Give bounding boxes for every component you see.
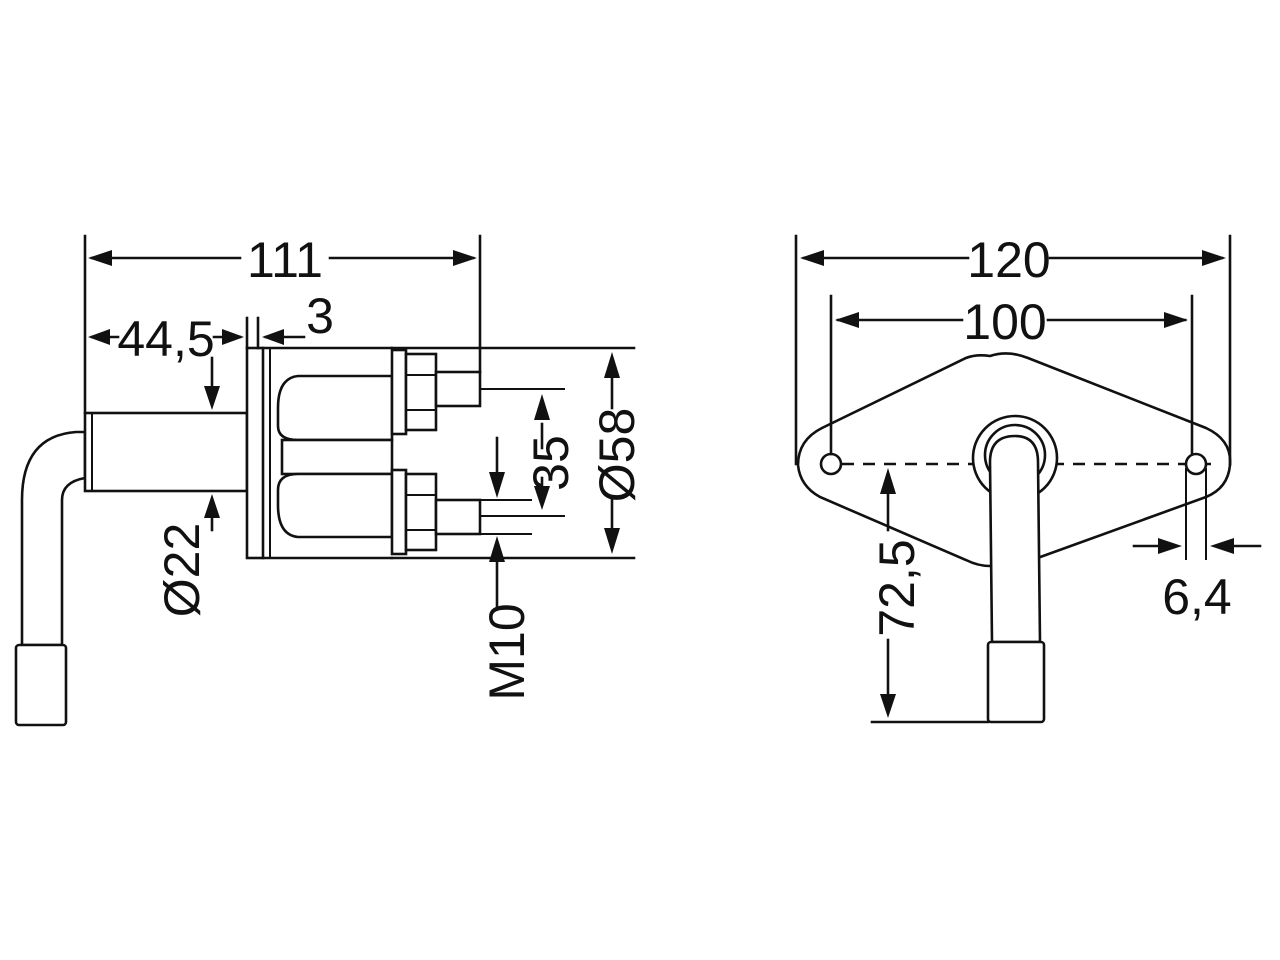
dim-shaft-length: 44,5	[117, 311, 214, 367]
upper-terminal-nut	[404, 352, 438, 432]
lower-terminal-nut	[404, 472, 438, 552]
arrow	[1202, 250, 1226, 266]
handle-grip	[14, 643, 68, 727]
arrow	[835, 312, 859, 328]
dim-shaft-diameter: Ø22	[154, 523, 210, 618]
arrow	[1158, 538, 1182, 554]
dim-flange-thickness: 3	[306, 288, 334, 344]
switch-body-middle	[280, 438, 394, 476]
dim-thread: M10	[479, 603, 535, 700]
shaft	[83, 411, 249, 493]
handle-bend	[20, 430, 87, 647]
dim-hole-diameter: 6,4	[1162, 569, 1232, 625]
dim-overall-length: 111	[247, 232, 323, 288]
arrow	[534, 486, 550, 510]
arrow	[262, 329, 284, 345]
upper-terminal-bolt	[434, 370, 482, 408]
arrow	[880, 468, 896, 494]
upper-terminal-washer	[390, 348, 408, 436]
dim-bolt-spacing: 35	[523, 435, 579, 491]
arrow	[1164, 312, 1188, 328]
dim-body-diameter: Ø58	[589, 408, 645, 503]
arrow	[534, 394, 550, 420]
arrow	[604, 528, 620, 554]
switch-body-lower	[276, 472, 394, 539]
lower-terminal-bolt	[434, 498, 482, 536]
arrow	[88, 250, 112, 266]
switch-body-upper	[276, 374, 394, 442]
mounting-hole-left	[819, 452, 843, 476]
arrow	[204, 386, 220, 410]
arrow	[800, 250, 824, 266]
arrow	[88, 329, 110, 345]
arrow	[604, 352, 620, 378]
arrow	[489, 536, 505, 562]
arrow	[204, 494, 220, 518]
arrow	[222, 329, 244, 345]
lower-terminal-washer	[390, 468, 408, 556]
dim-hole-spacing: 100	[963, 294, 1046, 350]
arrow	[489, 472, 505, 498]
dim-overall-width: 120	[967, 232, 1050, 288]
mounting-hole-right	[1184, 452, 1208, 476]
flange	[245, 346, 265, 560]
arrow	[453, 250, 477, 266]
dim-handle-length: 72,5	[869, 539, 925, 636]
arrow	[880, 694, 896, 718]
side-view: 111 44,5 3 Ø22 35 Ø58	[14, 232, 645, 727]
front-view: 120 100 6,4 72,5	[794, 232, 1262, 724]
handle-stem	[988, 434, 1042, 644]
arrow	[1210, 538, 1234, 554]
handle-grip	[986, 640, 1046, 724]
